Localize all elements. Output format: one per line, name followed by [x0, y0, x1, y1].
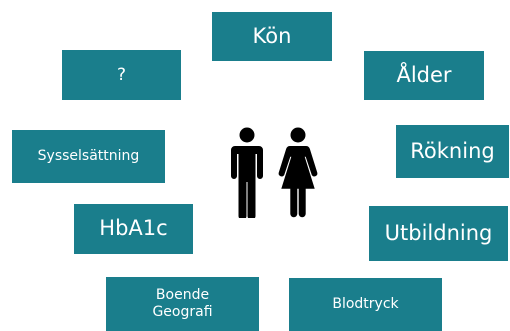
box-sysselsattning: Sysselsättning: [12, 130, 165, 183]
box-sysselsattning-label: Sysselsättning: [37, 148, 140, 165]
box-rokning: Rökning: [396, 125, 509, 178]
box-kon-label: Kön: [252, 23, 292, 48]
box-alder: Ålder: [364, 51, 484, 100]
box-utbildning-label: Utbildning: [384, 220, 493, 245]
box-utbildning: Utbildning: [369, 206, 508, 261]
box-geografi-label: Geografi: [152, 304, 213, 320]
box-alder-label: Ålder: [396, 62, 452, 87]
box-blodtryck-label: Blodtryck: [332, 296, 399, 313]
box-kon: Kön: [212, 12, 332, 61]
box-unknown: ?: [62, 50, 181, 100]
box-rokning-label: Rökning: [410, 138, 495, 163]
box-boende-geografi-text: Boende Geografi: [152, 287, 212, 321]
box-boende-geografi: Boende Geografi: [106, 277, 259, 331]
man-woman-icon: [231, 127, 318, 218]
man-icon: [231, 127, 263, 218]
box-hba1c: HbA1c: [74, 204, 193, 254]
box-hba1c-label: HbA1c: [99, 216, 168, 241]
box-blodtryck: Blodtryck: [289, 278, 442, 331]
woman-icon: [278, 127, 318, 218]
box-boende-label: Boende: [155, 287, 210, 304]
box-unknown-label: ?: [116, 64, 127, 85]
